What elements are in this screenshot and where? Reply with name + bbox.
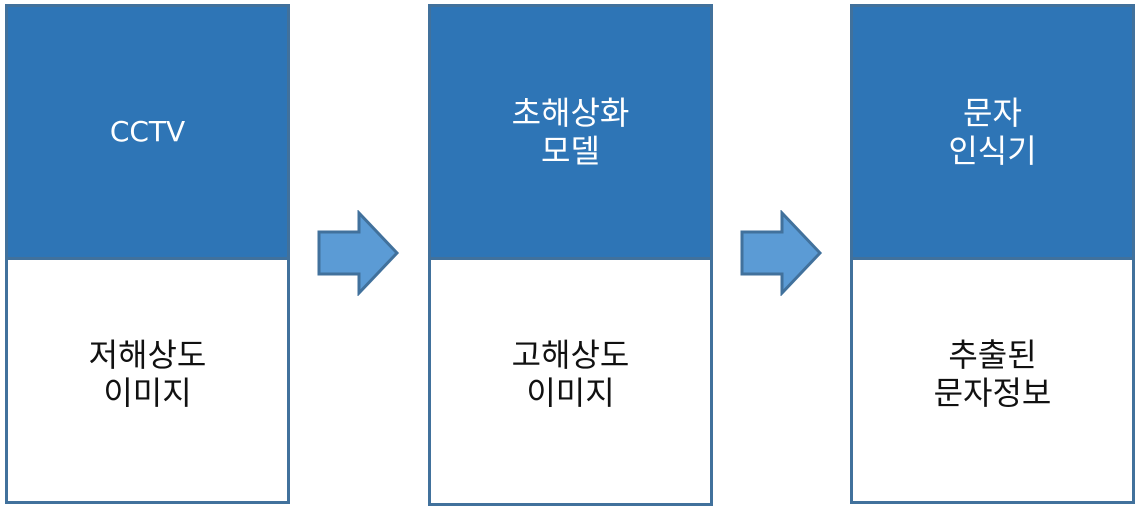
stage-cctv-header: CCTV [8,7,287,260]
stage-super-resolution-output: 고해상도 이미지 [431,260,710,503]
right-arrow-icon [317,210,400,296]
stage-super-resolution-title-line-1: 초해상화 [511,94,630,132]
stage-cctv: CCTV 저해상도 이미지 [5,4,290,504]
stage-text-recognizer: 문자 인식기 추출된 문자정보 [850,4,1135,504]
stage-cctv-output: 저해상도 이미지 [8,260,287,501]
stage-text-recognizer-title-line-1: 문자 [963,94,1022,132]
stage-cctv-title: CCTV [109,115,186,148]
stage-text-recognizer-output: 추출된 문자정보 [853,260,1132,501]
stage-super-resolution-output-line-2: 이미지 [526,374,615,412]
right-arrow-icon [740,210,823,296]
stage-super-resolution-output-line-1: 고해상도 [511,336,630,374]
stage-cctv-output-line-1: 저해상도 [88,336,207,374]
stage-super-resolution-title-line-2: 모델 [541,132,600,170]
stage-cctv-output-line-2: 이미지 [103,374,192,412]
stage-text-recognizer-header: 문자 인식기 [853,7,1132,260]
stage-text-recognizer-output-line-2: 문자정보 [933,374,1052,412]
stage-text-recognizer-title-line-2: 인식기 [948,132,1037,170]
stage-super-resolution: 초해상화 모델 고해상도 이미지 [428,4,713,506]
stage-super-resolution-header: 초해상화 모델 [431,7,710,260]
stage-text-recognizer-output-line-1: 추출된 [948,336,1037,374]
